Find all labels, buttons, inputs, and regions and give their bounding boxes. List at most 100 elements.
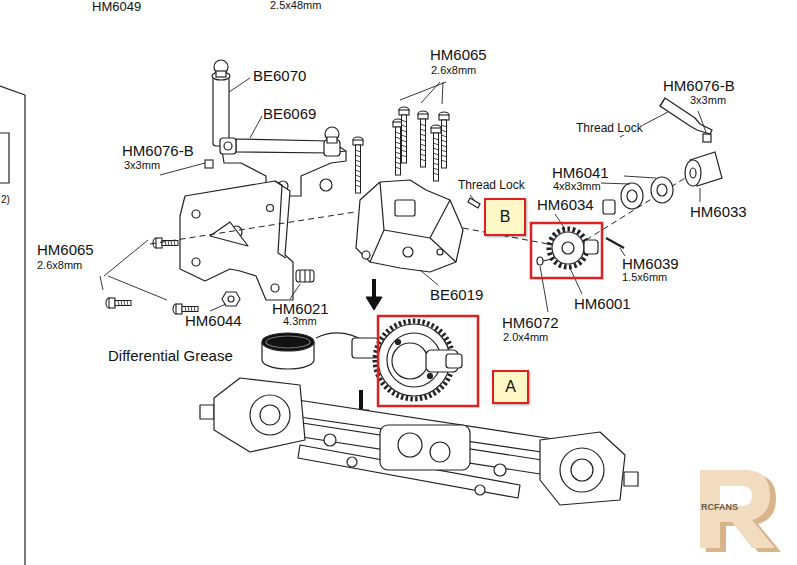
part-label: HM6065 <box>37 242 94 258</box>
leader-line <box>400 82 446 100</box>
leader-line <box>540 266 548 312</box>
grease-jar <box>262 333 314 351</box>
bulkhead-plate <box>180 181 293 300</box>
part-label: HM6076-B <box>663 78 735 94</box>
dashed-guide <box>150 212 355 244</box>
pinion-gear <box>552 232 584 264</box>
pinion-gear <box>537 229 624 267</box>
pinion-gear <box>562 242 574 254</box>
axle-assembly <box>324 434 336 446</box>
part-label: 4x8x3mm <box>553 181 601 193</box>
axle-assembly <box>380 425 470 470</box>
leader-line <box>620 248 625 256</box>
screw-set <box>399 107 409 163</box>
thread-lock-tube <box>660 98 665 106</box>
page-frame <box>24 95 25 565</box>
pinion-gear <box>537 257 543 265</box>
outdrive <box>690 168 696 178</box>
part-label: 1.5x6mm <box>622 272 667 284</box>
pinion-gear <box>584 240 598 254</box>
bulkhead-plate <box>192 258 200 266</box>
axle-assembly <box>494 464 506 476</box>
leader-line <box>420 270 438 285</box>
outdrive <box>685 160 701 186</box>
leader-line <box>160 163 205 175</box>
part-label: HM6039 <box>622 256 679 272</box>
highlight-box <box>378 316 478 406</box>
axle-assembly <box>347 457 357 467</box>
gear-case <box>356 180 463 272</box>
watermark: RCFANS <box>701 503 738 512</box>
leader-line <box>108 276 167 300</box>
gear-case <box>356 180 463 272</box>
callout-box: A <box>492 370 529 404</box>
axle-assembly <box>200 378 638 505</box>
bulkhead-plate <box>275 181 286 258</box>
servo-post <box>216 71 226 77</box>
part-label: HM6076-B <box>122 143 194 159</box>
bearing <box>627 190 637 202</box>
screw-set <box>439 112 449 168</box>
servo-post <box>212 72 230 80</box>
callout-letter: A <box>505 378 516 396</box>
page-frame <box>0 86 25 565</box>
outdrive <box>685 134 722 186</box>
grease-jar <box>262 333 366 369</box>
part-label: 2.6x8mm <box>431 65 476 77</box>
bearing <box>603 200 615 214</box>
part-label: HM6001 <box>574 296 631 312</box>
axle-assembly <box>260 405 280 425</box>
leader-line <box>250 116 262 138</box>
bearing <box>603 177 673 214</box>
watermark-logo <box>700 470 775 548</box>
part-label: Thread Lock <box>576 122 643 135</box>
pinion-gear <box>543 259 552 261</box>
grease-jar <box>266 336 310 348</box>
part-label: HM6049 <box>92 0 141 14</box>
differential <box>428 374 433 379</box>
leader-line <box>470 195 474 200</box>
axle-assembly <box>571 459 593 481</box>
bearing <box>621 183 643 209</box>
part-label: HM6021 <box>272 301 329 317</box>
axle-assembly <box>540 432 625 505</box>
arrow <box>366 297 382 310</box>
axle-assembly <box>430 442 450 462</box>
highlight-box <box>531 223 602 278</box>
axle-assembly <box>398 433 422 457</box>
leader-line <box>104 240 148 276</box>
part-label: 3x3mm <box>690 95 726 107</box>
gear-case <box>362 251 370 259</box>
leader-line <box>624 176 656 178</box>
gear-case <box>370 182 456 262</box>
part-label: Differential Grease <box>108 348 233 364</box>
bulkhead-plate <box>210 222 248 246</box>
page-frame <box>0 86 25 95</box>
leader-line <box>700 188 701 202</box>
leader-line <box>600 183 630 184</box>
pinion-gear <box>549 229 587 267</box>
callout-letter: B <box>500 208 511 226</box>
page-frame <box>0 133 9 183</box>
servo-post <box>212 60 230 146</box>
setscrew <box>205 160 213 168</box>
axle-assembly <box>475 485 485 495</box>
highlight-box <box>378 223 602 406</box>
bulkhead-plate <box>192 210 200 218</box>
gear-case <box>437 249 443 255</box>
pinion-gear <box>606 238 624 248</box>
part-label: HM6072 <box>502 315 559 331</box>
watermark-logo <box>700 470 781 552</box>
part-label: BE6019 <box>430 287 483 303</box>
differential <box>396 340 401 345</box>
axle-assembly <box>624 472 638 486</box>
arrow <box>359 390 363 412</box>
bearing <box>651 177 673 203</box>
gear-case <box>403 247 413 257</box>
part-label: 2.6x8mm <box>37 260 82 272</box>
screw-set <box>106 107 449 314</box>
part-label: HM6034 <box>537 197 594 213</box>
nut <box>296 270 314 282</box>
arrow <box>372 279 376 299</box>
